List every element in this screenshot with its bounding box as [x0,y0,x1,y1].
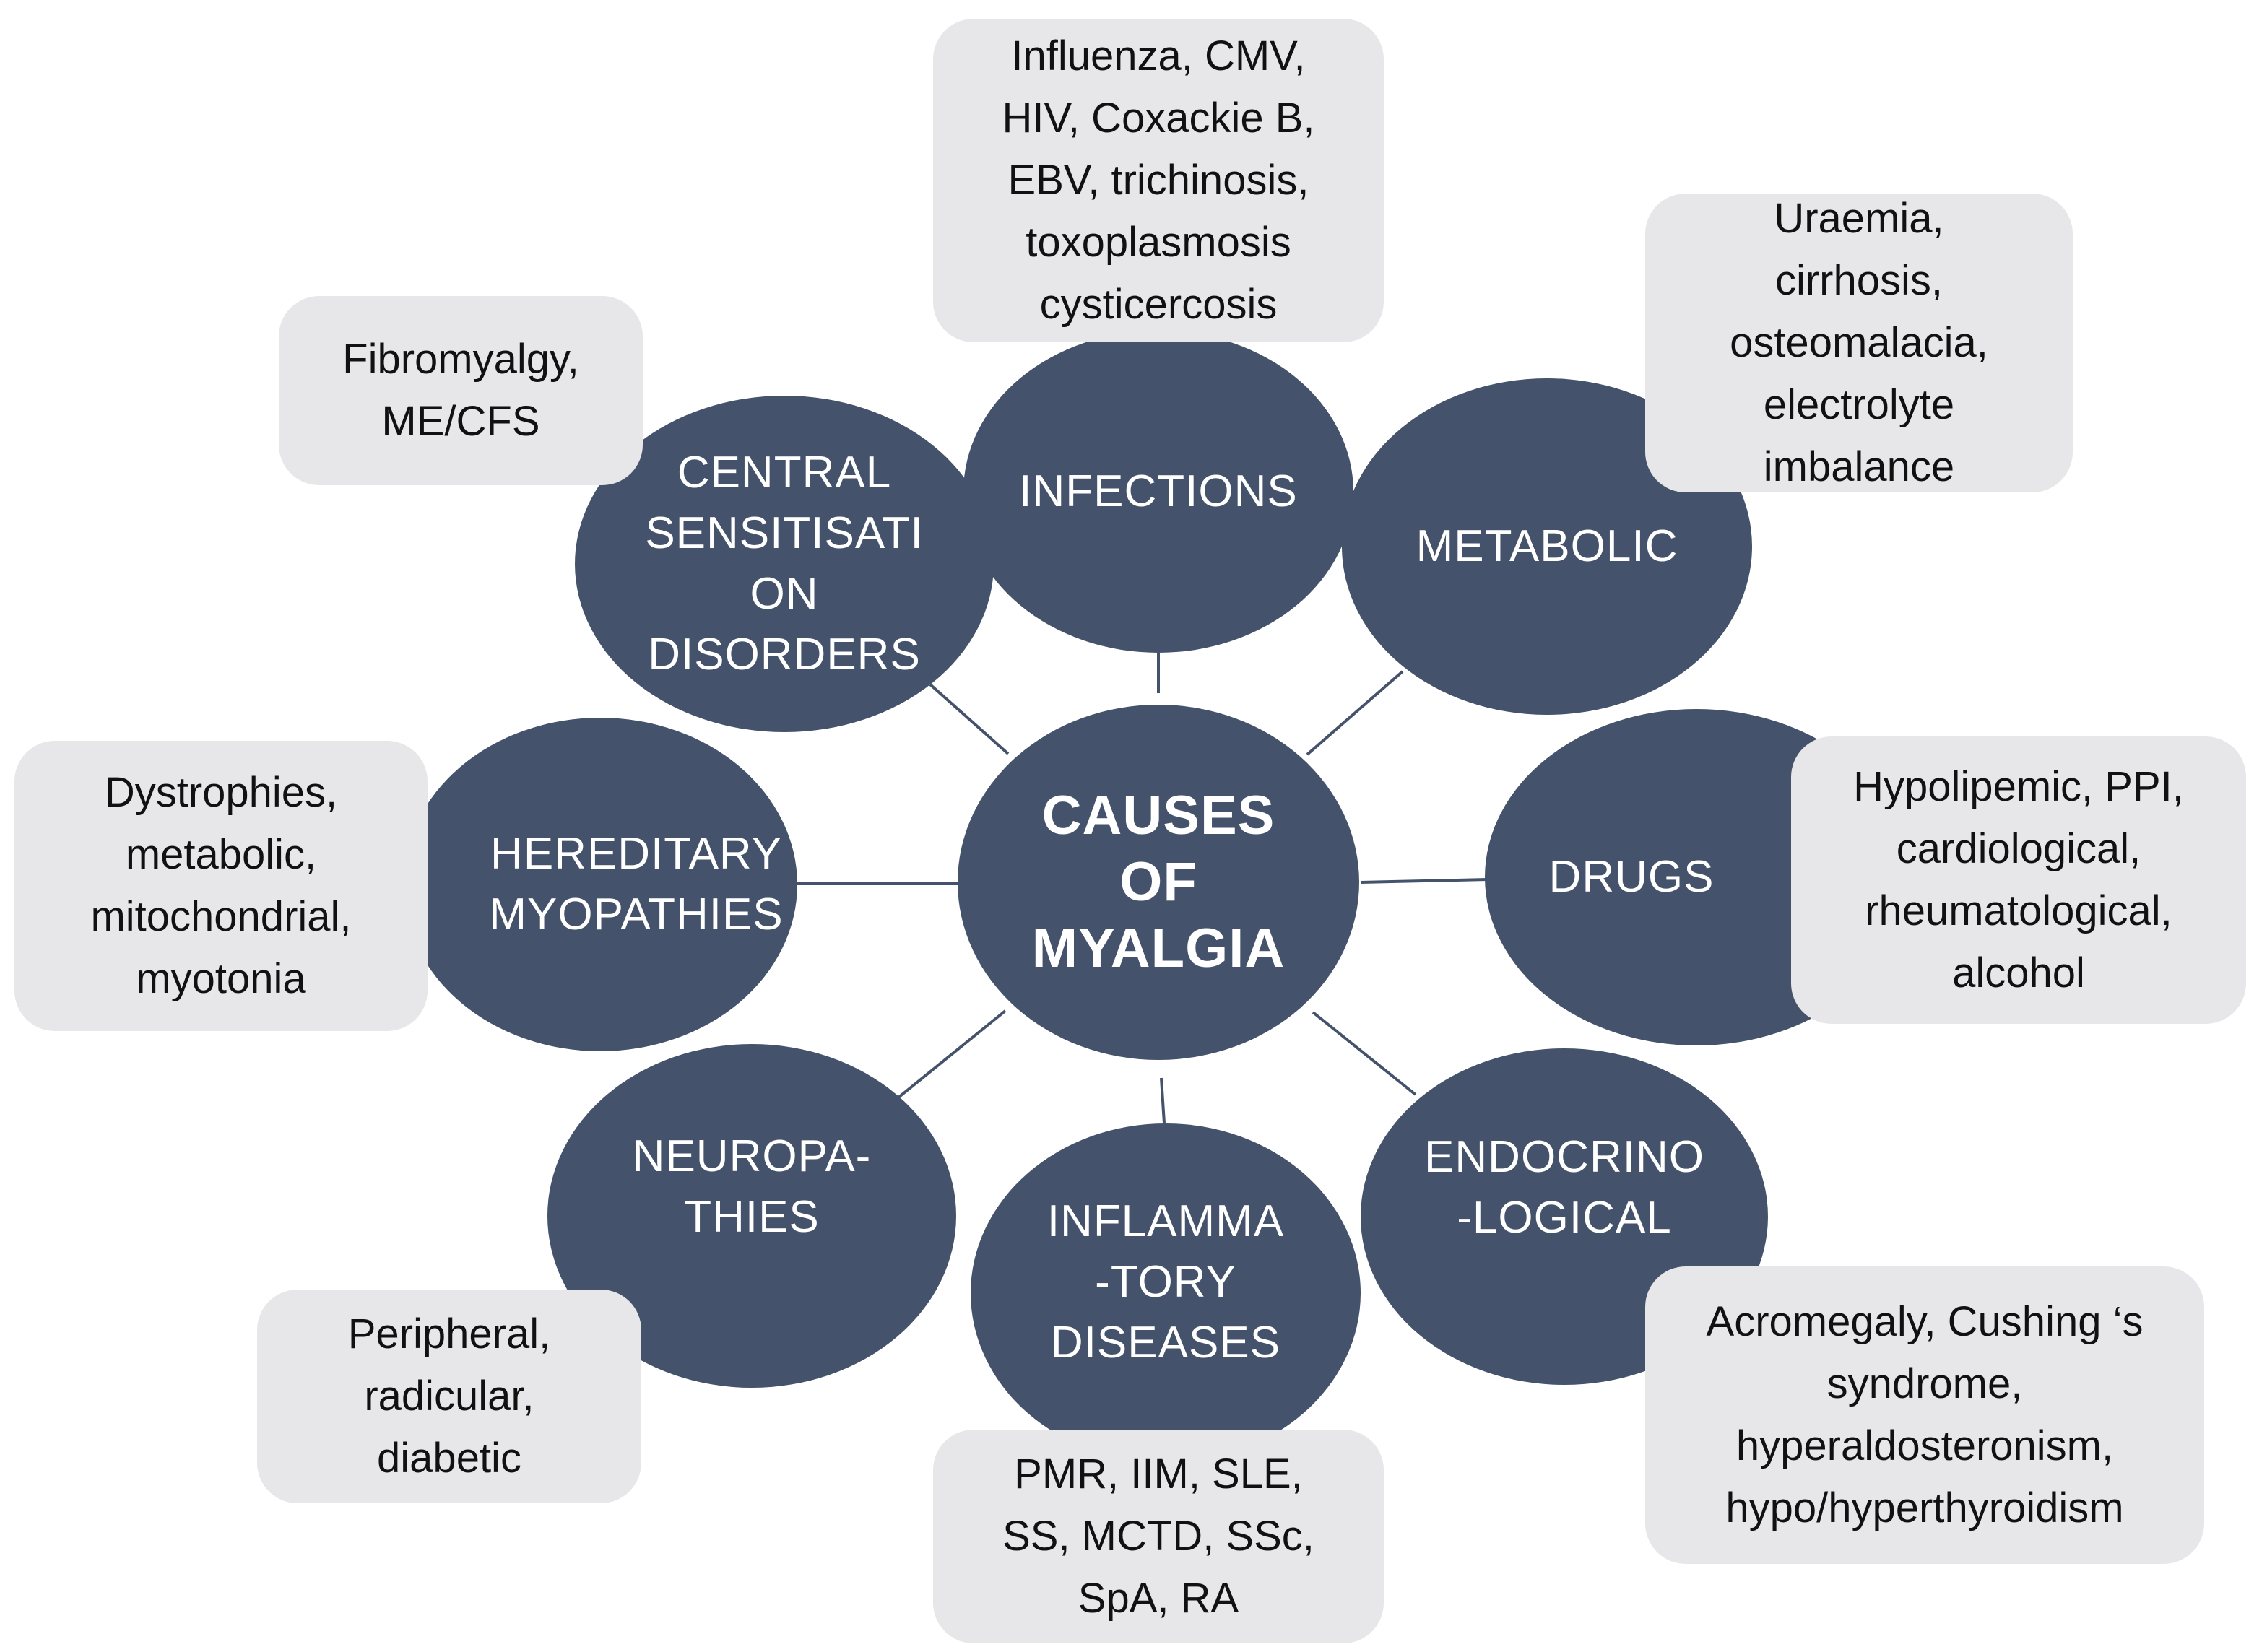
center-label: CAUSES OF MYALGIA [1031,785,1286,979]
node-label: HEREDITARY MYOPATHIES [489,829,784,939]
examples-text: Acromegaly, Cushing ‘s syndrome, hyperal… [1706,1298,2144,1531]
examples-text: Peripheral, radicular, diabetic [347,1310,551,1482]
examples-text: Dystrophies, metabolic, mitochondrial, m… [90,769,352,1002]
connector-drugs [1360,878,1488,884]
node-label: NEUROPA- THIES [632,1131,872,1242]
examples-text: Hypolipemic, PPI, cardiological, rheumat… [1853,763,2184,996]
examples-box-metabolic: Uraemia, cirrhosis, osteomalacia, electr… [1645,194,2073,492]
node-label: INFECTIONS [1019,466,1298,516]
node-inflammatory-diseases: INFLAMMA -TORY DISEASES [971,1123,1361,1463]
examples-text: Influenza, CMV, HIV, Coxackie B, EBV, tr… [1002,32,1315,328]
node-label: INFLAMMA -TORY DISEASES [1046,1196,1285,1368]
examples-box-drugs: Hypolipemic, PPI, cardiological, rheumat… [1791,736,2246,1024]
examples-box-endocrinological: Acromegaly, Cushing ‘s syndrome, hyperal… [1645,1266,2204,1564]
examples-box-infections: Influenza, CMV, HIV, Coxackie B, EBV, tr… [933,19,1384,342]
node-infections: INFECTIONS [963,331,1353,653]
node-central-sensitisation: CENTRAL SENSITISATI ON DISORDERS [575,396,994,732]
examples-box-hereditary: Dystrophies, metabolic, mitochondrial, m… [14,741,428,1031]
connector-endocrinological [1312,1011,1417,1096]
node-label: DRUGS [1548,852,1715,902]
node-hereditary-myopathies: HEREDITARY MYOPATHIES [403,718,797,1051]
examples-text: Uraemia, cirrhosis, osteomalacia, electr… [1730,195,1988,490]
examples-text: Fibromyalgy, ME/CFS [342,336,579,445]
connector-neuropathies [897,1009,1007,1099]
examples-box-neuropathies: Peripheral, radicular, diabetic [257,1290,641,1503]
connector-inflammatory [1160,1077,1166,1124]
connector-central [929,683,1010,755]
node-label: METABOLIC [1416,521,1678,571]
examples-text: PMR, IIM, SLE, SS, MCTD, SSc, SpA, RA [1002,1451,1314,1622]
node-center: CAUSES OF MYALGIA [958,705,1359,1060]
node-neuropathies: NEUROPA- THIES [547,1044,956,1388]
examples-box-inflammatory: PMR, IIM, SLE, SS, MCTD, SSc, SpA, RA [933,1430,1384,1643]
examples-box-central: Fibromyalgy, ME/CFS [279,296,643,485]
connector-metabolic [1306,670,1404,756]
node-label: ENDOCRINO -LOGICAL [1424,1132,1704,1243]
node-label: CENTRAL SENSITISATI ON DISORDERS [645,448,924,679]
